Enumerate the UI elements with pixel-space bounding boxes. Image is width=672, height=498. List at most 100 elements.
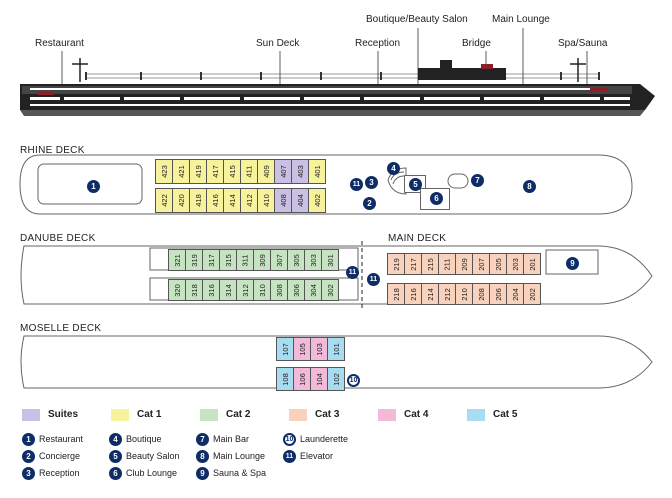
legend-label-cat5: Cat 5	[493, 409, 518, 420]
cabin-402: 402	[308, 188, 326, 213]
cabin-311: 311	[236, 249, 254, 271]
legend-key-badge-7: 7	[196, 433, 209, 446]
legend-key-badge-8: 8	[196, 450, 209, 463]
main-deck-title: MAIN DECK	[388, 233, 447, 244]
cabin-306: 306	[287, 279, 305, 301]
badge-elevator-danube: 11	[346, 266, 359, 279]
cabin-214: 214	[421, 283, 439, 305]
cabin-317: 317	[202, 249, 220, 271]
cabin-105: 105	[293, 337, 311, 361]
legend-key-label-5: Beauty Salon	[126, 451, 180, 461]
legend-label-cat4: Cat 4	[404, 409, 429, 420]
cabin-410: 410	[257, 188, 275, 213]
legend-key-badge-9: 9	[196, 467, 209, 480]
cabin-412: 412	[240, 188, 258, 213]
cabin-408: 408	[274, 188, 292, 213]
cabin-305: 305	[287, 249, 305, 271]
cabin-104: 104	[310, 367, 328, 391]
legend-swatch-cat4	[378, 409, 396, 421]
cabin-421: 421	[172, 159, 190, 184]
cabin-314: 314	[219, 279, 237, 301]
label-boutique: Boutique/Beauty Salon	[366, 14, 468, 25]
badge-concierge: 2	[363, 197, 376, 210]
label-bridge: Bridge	[462, 38, 491, 49]
cabin-319: 319	[185, 249, 203, 271]
legend-swatch-cat2	[200, 409, 218, 421]
cabin-407: 407	[274, 159, 292, 184]
cabin-205: 205	[489, 253, 507, 275]
cabin-106: 106	[293, 367, 311, 391]
badge-boutique: 4	[387, 162, 400, 175]
cabin-404: 404	[291, 188, 309, 213]
legend-key-badge-4: 4	[109, 433, 122, 446]
badge-launderette: 10	[347, 374, 360, 387]
legend-swatch-cat5	[467, 409, 485, 421]
cabin-209: 209	[455, 253, 473, 275]
cabin-416: 416	[206, 188, 224, 213]
legend-swatch-suites	[22, 409, 40, 421]
danube-deck-title: DANUBE DECK	[20, 233, 96, 244]
badge-club-lounge: 6	[430, 192, 443, 205]
cabin-403: 403	[291, 159, 309, 184]
legend-label-cat3: Cat 3	[315, 409, 340, 420]
label-spa: Spa/Sauna	[558, 38, 608, 49]
label-restaurant: Restaurant	[35, 38, 84, 49]
cabin-206: 206	[489, 283, 507, 305]
label-main-lounge: Main Lounge	[492, 14, 550, 25]
cabin-101: 101	[327, 337, 345, 361]
moselle-deck-title: MOSELLE DECK	[20, 323, 102, 334]
cabin-401: 401	[308, 159, 326, 184]
legend-label-cat1: Cat 1	[137, 409, 162, 420]
legend-key-label-1: Restaurant	[39, 434, 84, 444]
cabin-419: 419	[189, 159, 207, 184]
cabin-107: 107	[276, 337, 294, 361]
rhine-deck-hull	[19, 154, 633, 215]
cabin-417: 417	[206, 159, 224, 184]
rhine-deck-title: RHINE DECK	[20, 145, 85, 156]
legend-key-badge-3: 3	[22, 467, 35, 480]
cabin-207: 207	[472, 253, 490, 275]
moselle-deck-hull	[20, 335, 653, 389]
cabin-422: 422	[155, 188, 173, 213]
legend-key-label-10: Launderette	[300, 434, 349, 444]
legend-key-label-9: Sauna & Spa	[213, 468, 267, 478]
cabin-219: 219	[387, 253, 405, 275]
legend-key-badge-10: 10	[283, 433, 296, 446]
legend-key-label-4: Boutique	[126, 434, 162, 444]
legend-key-label-7: Main Bar	[213, 434, 250, 444]
legend-swatch-cat3	[289, 409, 307, 421]
badge-reception: 3	[365, 176, 378, 189]
cabin-218: 218	[387, 283, 405, 305]
legend-key-label-2: Concierge	[39, 451, 81, 461]
cabin-215: 215	[421, 253, 439, 275]
cabin-420: 420	[172, 188, 190, 213]
cabin-315: 315	[219, 249, 237, 271]
cabin-320: 320	[168, 279, 186, 301]
badge-elevator-main: 11	[367, 273, 380, 286]
cabin-201: 201	[523, 253, 541, 275]
cabin-211: 211	[438, 253, 456, 275]
label-reception: Reception	[355, 38, 401, 49]
legend-key-label-3: Reception	[39, 468, 80, 478]
cabin-103: 103	[310, 337, 328, 361]
cabin-302: 302	[321, 279, 339, 301]
badge-main-bar: 7	[471, 174, 484, 187]
cabin-409: 409	[257, 159, 275, 184]
cabin-204: 204	[506, 283, 524, 305]
legend-swatch-cat1	[111, 409, 129, 421]
legend-label-suites: Suites	[48, 409, 79, 420]
cabin-102: 102	[327, 367, 345, 391]
cabin-203: 203	[506, 253, 524, 275]
cabin-301: 301	[321, 249, 339, 271]
cabin-303: 303	[304, 249, 322, 271]
cabin-309: 309	[253, 249, 271, 271]
badge-elevator-rhine: 11	[350, 178, 363, 191]
cabin-307: 307	[270, 249, 288, 271]
cabin-414: 414	[223, 188, 241, 213]
legend-key-badge-6: 6	[109, 467, 122, 480]
legend-key-label-8: Main Lounge	[213, 451, 266, 461]
label-sun-deck: Sun Deck	[256, 38, 300, 49]
cabin-304: 304	[304, 279, 322, 301]
legend-key-badge-11: 11	[283, 450, 296, 463]
badge-main-lounge: 8	[523, 180, 536, 193]
